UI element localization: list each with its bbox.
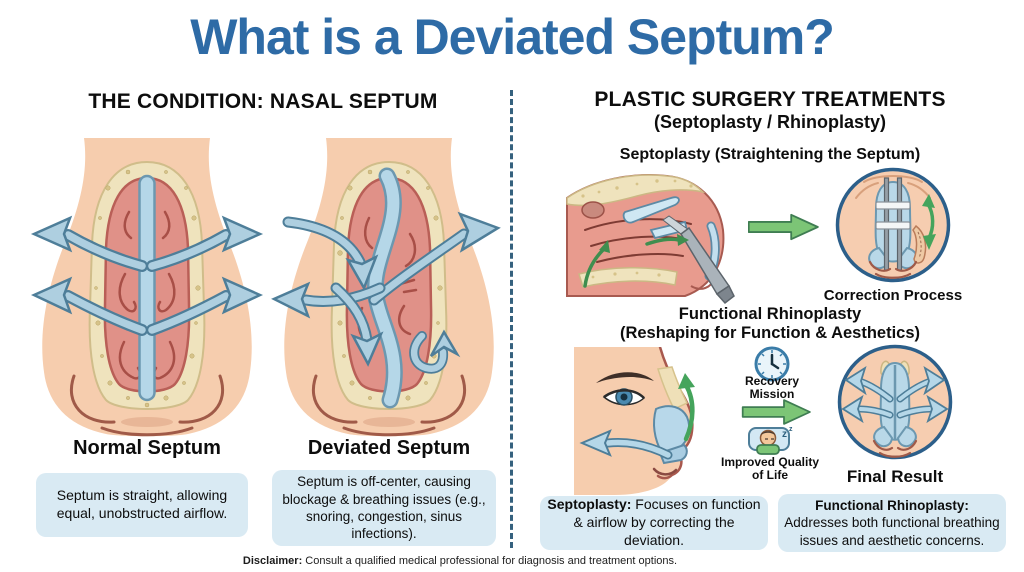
svg-text:z: z bbox=[789, 426, 793, 433]
eyebrow bbox=[596, 372, 654, 383]
clock-icon bbox=[754, 346, 790, 382]
deviated-septum-description-box: Septum is off-center, causing blockage &… bbox=[272, 470, 496, 546]
sinus-cavity bbox=[581, 201, 605, 219]
right-section-subheader: (Septoplasty / Rhinoplasty) bbox=[653, 111, 887, 132]
airflow-arrow bbox=[579, 429, 673, 460]
eye bbox=[602, 388, 646, 406]
turbulent-airflow-arrows bbox=[271, 211, 501, 374]
adjustment-arrow bbox=[922, 194, 936, 250]
correction-process-figure bbox=[835, 167, 951, 283]
deviated-septum-figure bbox=[271, 138, 501, 438]
rhinoplasty-subtitle: (Reshaping for Function & Aesthetics) bbox=[619, 323, 921, 342]
reshape-arrow bbox=[678, 373, 695, 442]
process-arrow-icon bbox=[741, 399, 811, 425]
nostril-line bbox=[652, 467, 678, 476]
surgical-instrument bbox=[662, 215, 735, 305]
normal-septum-description-box: Septum is straight, allowing equal, unob… bbox=[36, 473, 248, 537]
bone-speckles bbox=[581, 179, 693, 198]
normal-septum-label: Normal Septum bbox=[73, 437, 221, 459]
rhinoplasty-title-block: Functional Rhinoplasty (Reshaping for Fu… bbox=[530, 305, 1010, 343]
airflow-green-arrows bbox=[583, 237, 681, 288]
airflow-arrows bbox=[841, 365, 949, 424]
normal-septum-figure bbox=[30, 138, 264, 438]
nostril-lines bbox=[872, 439, 918, 458]
septoplasty-title: Septoplasty (Straightening the Septum) bbox=[619, 146, 921, 163]
process-arrow-icon bbox=[748, 213, 819, 241]
correction-process-caption: Correction Process bbox=[823, 287, 963, 304]
turbinate-swirls bbox=[118, 210, 176, 380]
rhinoplasty-profile-figure bbox=[574, 347, 695, 495]
septoplasty-summary-box: Septoplasty: Focuses on function & airfl… bbox=[540, 496, 768, 550]
right-section-header-block: PLASTIC SURGERY TREATMENTS (Septoplasty … bbox=[530, 88, 1010, 132]
bridge-cartilage bbox=[657, 366, 689, 410]
cartilage-graft bbox=[622, 196, 680, 224]
vertical-divider bbox=[510, 90, 513, 548]
sleeping-person-icon: z z bbox=[748, 426, 793, 455]
final-result-caption: Final Result bbox=[846, 467, 944, 486]
left-section-header: THE CONDITION: NASAL SEPTUM bbox=[88, 90, 438, 113]
airflow-arrows bbox=[30, 215, 264, 336]
rhinoplasty-summary-text: Functional Rhinoplasty: Addresses both f… bbox=[784, 498, 1000, 548]
recovery-caption: Recovery Mission bbox=[744, 374, 800, 402]
straight-septum bbox=[138, 174, 156, 402]
splint-bars bbox=[875, 177, 911, 271]
palate-bone bbox=[578, 267, 678, 288]
skull-bone bbox=[566, 174, 706, 207]
septoplasty-surgery-figure bbox=[566, 173, 735, 305]
right-section-header: PLASTIC SURGERY TREATMENTS bbox=[594, 88, 946, 111]
normal-septum-description: Septum is straight, allowing equal, unob… bbox=[56, 487, 228, 521]
page-title: What is a Deviated Septum? bbox=[190, 9, 835, 65]
nostril-lines bbox=[868, 260, 918, 279]
disclaimer: Disclaimer: Consult a qualified medical … bbox=[242, 555, 678, 567]
palate-speckles bbox=[591, 271, 661, 279]
deviated-septum-description: Septum is off-center, causing blockage &… bbox=[282, 474, 486, 542]
deviated-septum-label: Deviated Septum bbox=[307, 437, 471, 459]
svg-text:z: z bbox=[782, 429, 787, 440]
final-result-figure bbox=[837, 344, 953, 460]
rhinoplasty-title: Functional Rhinoplasty bbox=[678, 305, 862, 323]
quality-of-life-caption: Improved Quality of Life bbox=[720, 455, 820, 483]
rhinoplasty-summary-box: Functional Rhinoplasty: Addresses both f… bbox=[778, 494, 1006, 552]
septoplasty-summary-text: Septoplasty: Focuses on function & airfl… bbox=[547, 496, 761, 548]
